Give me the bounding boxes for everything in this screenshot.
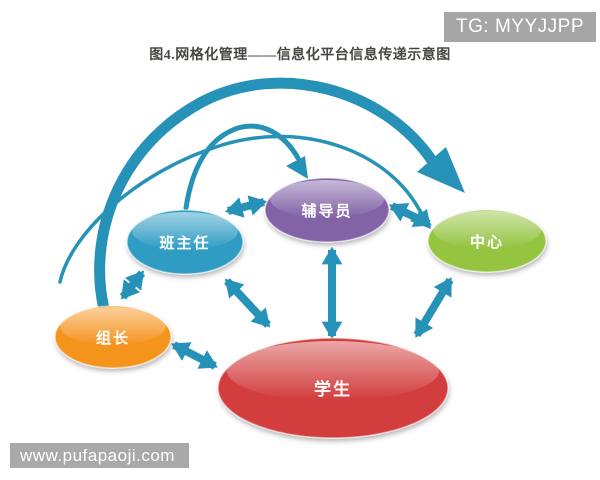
arrow-banzhuren-fudaoyuan — [224, 195, 268, 218]
arrow-zuzhang-banzhuren — [119, 270, 146, 300]
tg-badge: TG: MYYJJPP — [444, 12, 596, 42]
curved-arrow-medium-head-icon — [286, 156, 308, 179]
arrow-zuzhang-xuesheng — [171, 341, 218, 370]
node-banzhuren-gloss — [132, 212, 238, 250]
node-xuesheng: 学生 — [217, 337, 449, 439]
node-xuesheng-gloss — [227, 341, 439, 401]
curved-arrow-medium-shaft — [183, 123, 301, 211]
node-zuzhang: 组长 — [54, 305, 172, 369]
node-zhongxin-label: 中心 — [470, 233, 504, 251]
node-banzhuren-label: 班主任 — [159, 234, 210, 252]
node-zhongxin-gloss — [433, 211, 541, 249]
node-zhongxin: 中心 — [427, 209, 547, 273]
figure-title: 图4.网格化管理——信息化平台信息传递示意图 — [149, 48, 451, 63]
node-fudaoyuan-gloss — [270, 180, 384, 218]
arrow-fudaoyuan-zhongxin — [389, 202, 432, 228]
node-zuzhang-label: 组长 — [96, 329, 130, 347]
watermark: www.pufapaoji.com — [10, 443, 189, 468]
curved-arrow-thin-shaft — [58, 134, 423, 284]
curved-arrow-thick-zuzhang-to-zhongxin — [94, 77, 465, 315]
curved-arrow-banzhuren-to-fudaoyuan — [183, 123, 308, 211]
node-fudaoyuan: 辅导员 — [264, 177, 390, 243]
node-zuzhang-gloss — [60, 307, 166, 345]
arrow-zhongxin-xuesheng — [413, 277, 454, 338]
curved-arrow-thick-shaft — [94, 77, 439, 315]
double-arrows — [119, 195, 454, 370]
arrow-banzhuren-xuesheng — [224, 278, 271, 328]
curved-arrow-thick-head-icon — [417, 147, 465, 193]
node-banzhuren: 班主任 — [126, 209, 244, 275]
node-fudaoyuan-label: 辅导员 — [301, 202, 352, 220]
node-xuesheng-label: 学生 — [314, 379, 352, 400]
